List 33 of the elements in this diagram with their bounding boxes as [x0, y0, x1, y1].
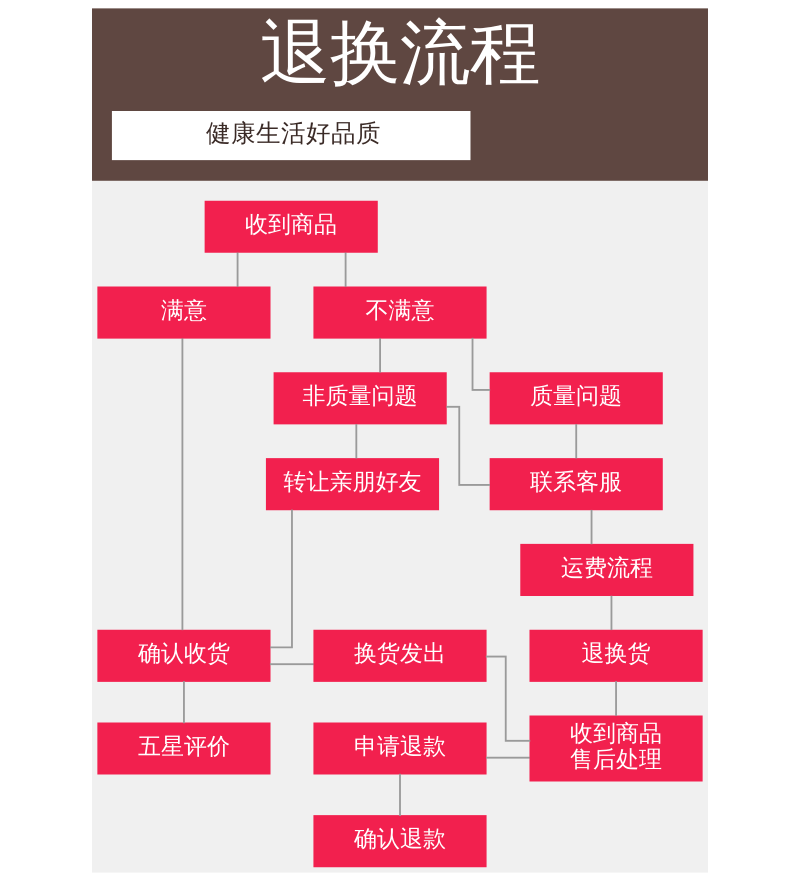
connector — [486, 656, 530, 742]
label: 健康生活好品质 — [206, 118, 382, 148]
node-box: 确认退款 — [313, 815, 487, 868]
diagram-title: 退换流程 — [260, 12, 540, 94]
node-box: 运费流程 — [520, 544, 694, 596]
connector — [575, 424, 578, 458]
node-box: 五星评价 — [97, 722, 271, 775]
connector — [355, 424, 358, 458]
connector — [183, 681, 185, 724]
node-box: 非质量问题 — [274, 372, 447, 424]
node-box: 联系客服 — [490, 458, 663, 510]
connector — [399, 774, 401, 816]
connector — [472, 338, 490, 391]
node-box: 确认收货 — [97, 630, 271, 682]
connector — [270, 510, 293, 648]
connector — [610, 596, 612, 630]
connector — [182, 338, 184, 630]
connector — [486, 756, 530, 759]
connector — [379, 338, 381, 373]
node-box: 转让亲朋好友 — [266, 458, 440, 510]
node-box: 满意 — [97, 286, 271, 339]
node-box: 换货发出 — [313, 630, 487, 682]
node-box: 质量问题 — [490, 372, 663, 424]
connector — [615, 681, 617, 716]
node-box: 收到商品售后处理 — [529, 716, 703, 782]
node-box: 退换货 — [529, 630, 703, 682]
connector — [344, 252, 347, 287]
connector — [270, 663, 314, 666]
connector — [236, 252, 238, 287]
node-box: 申请退款 — [313, 722, 487, 775]
node-box: 不满意 — [313, 286, 487, 339]
node-box: 收到商品 — [204, 200, 378, 253]
connector — [590, 510, 592, 544]
